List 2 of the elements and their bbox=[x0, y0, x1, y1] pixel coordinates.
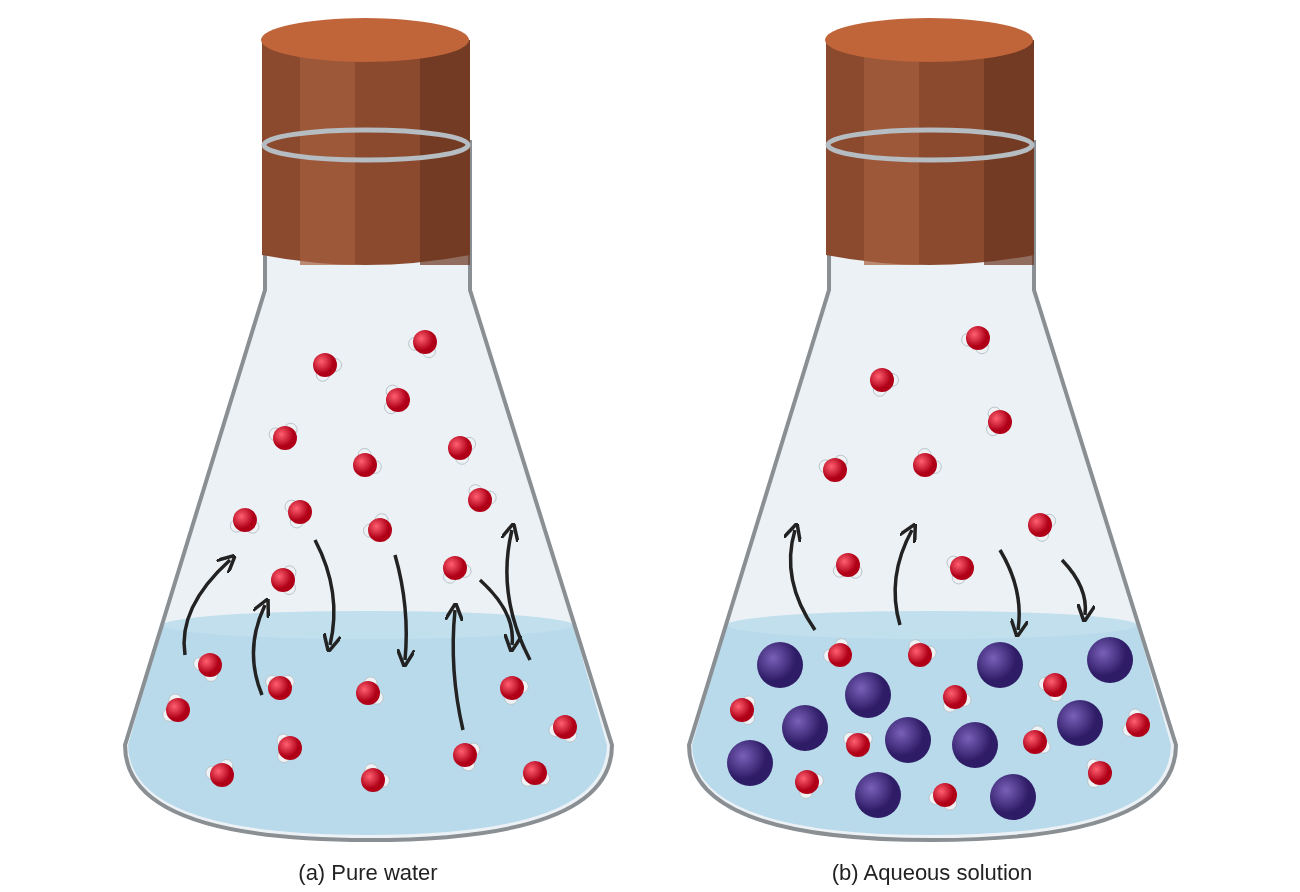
flask-caption: (a) Pure water bbox=[298, 860, 438, 886]
flask-caption: (b) Aqueous solution bbox=[831, 860, 1033, 886]
